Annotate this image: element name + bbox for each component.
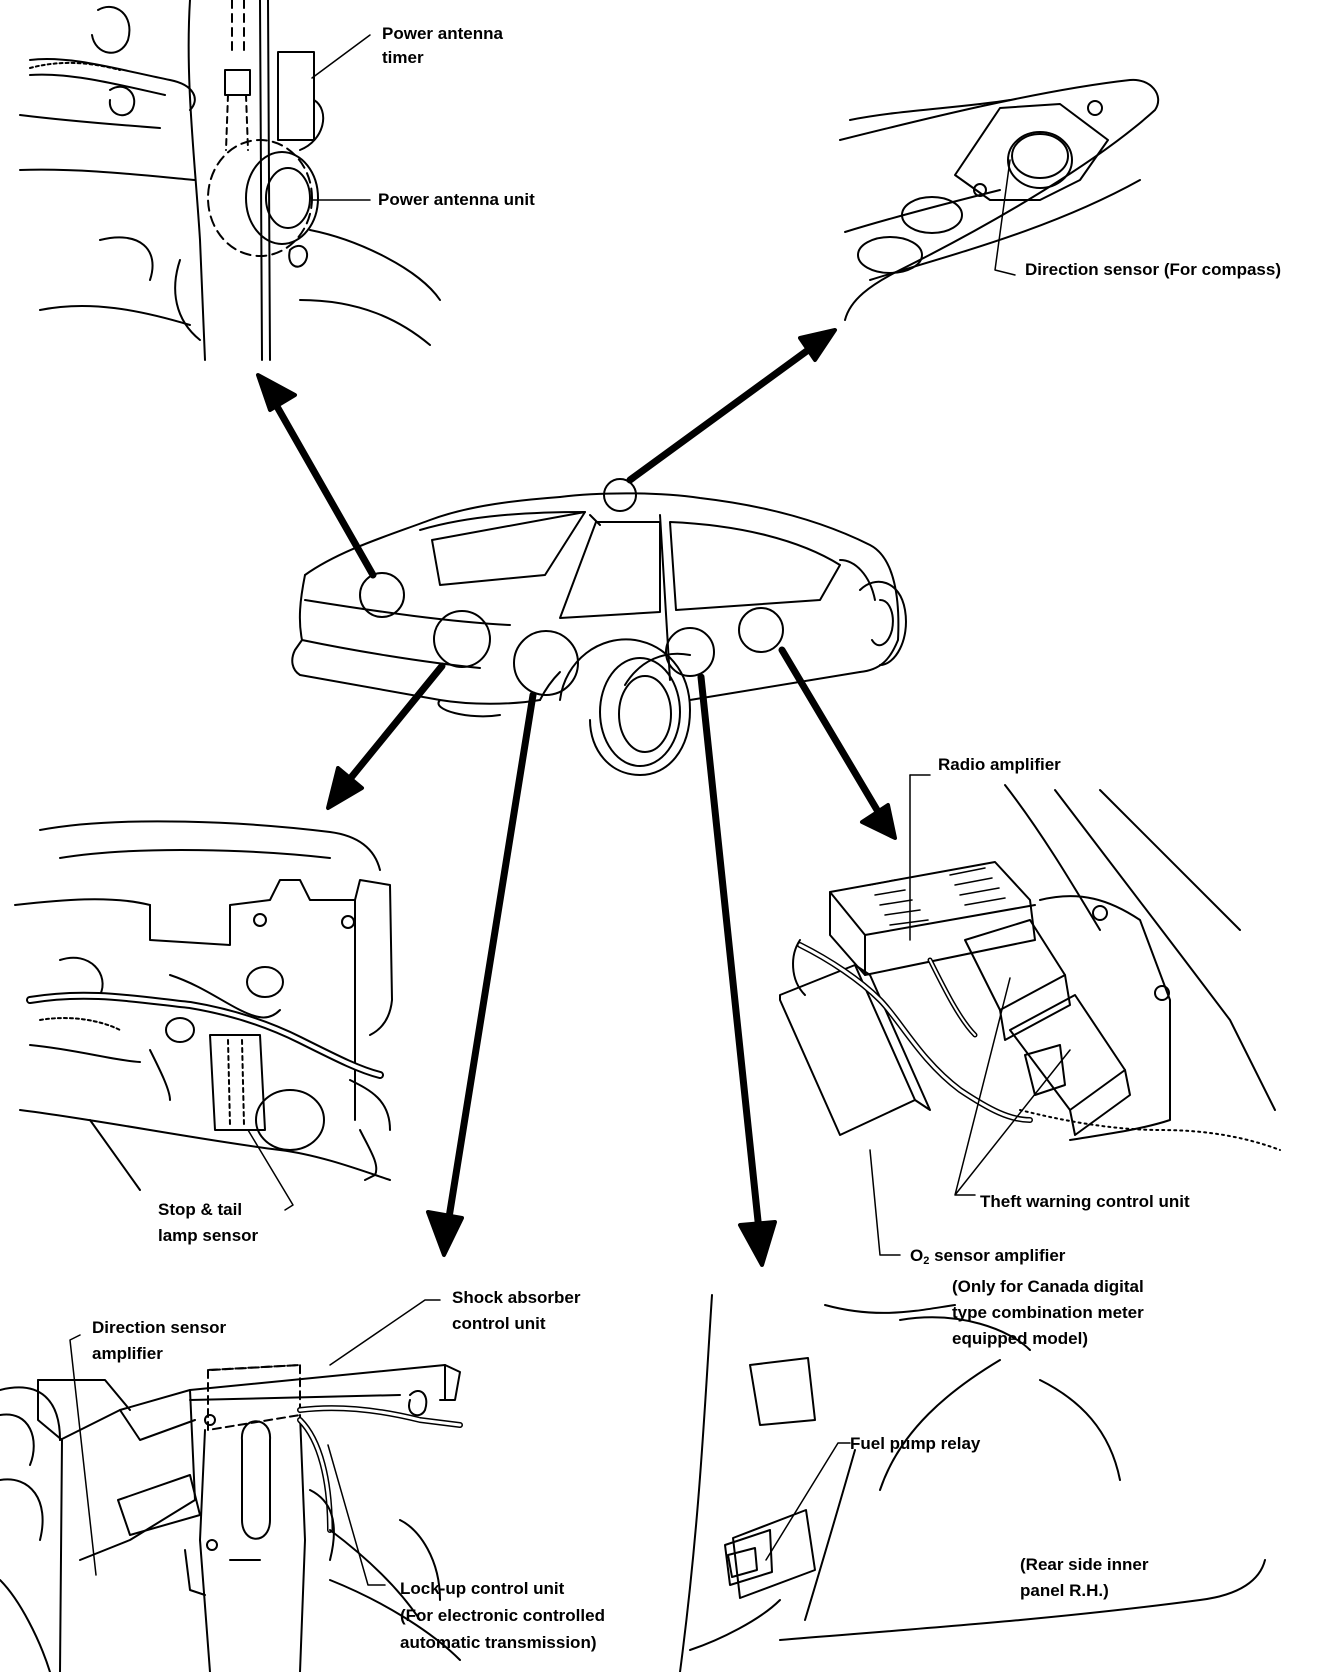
fuel-pump-view bbox=[679, 1294, 1266, 1672]
label-line: lamp sensor bbox=[158, 1226, 259, 1245]
label-direction-sensor-amplifier: Direction sensor amplifier bbox=[92, 1315, 226, 1367]
label-line: (Rear side inner bbox=[1020, 1555, 1149, 1574]
label-line: timer bbox=[382, 48, 424, 67]
label-line: type combination meter bbox=[952, 1303, 1144, 1322]
label-rear-side-inner-panel: (Rear side inner panel R.H.) bbox=[1020, 1552, 1149, 1604]
label-direction-sensor-compass: Direction sensor (For compass) bbox=[1025, 260, 1282, 279]
stop-tail-lamp-view bbox=[14, 820, 393, 1211]
label-line: (Only for Canada digital bbox=[952, 1277, 1144, 1296]
label-line: Shock absorber bbox=[452, 1288, 581, 1307]
radio-amp-view bbox=[779, 774, 1281, 1314]
label-line: Lock-up control unit bbox=[400, 1579, 565, 1598]
label-shock-absorber-control-unit: Shock absorber control unit bbox=[452, 1285, 581, 1337]
label-fuel-pump-relay: Fuel pump relay bbox=[850, 1434, 981, 1453]
label-lockup-control-unit: Lock-up control unit (For electronic con… bbox=[400, 1575, 605, 1656]
label-o2-suffix: sensor amplifier bbox=[934, 1246, 1066, 1265]
label-line: panel R.H.) bbox=[1020, 1581, 1109, 1600]
label-o2-prefix: O bbox=[910, 1246, 924, 1265]
compass-sensor-view bbox=[839, 78, 1160, 321]
label-theft-warning-control-unit: Theft warning control unit bbox=[980, 1192, 1190, 1211]
label-line: automatic transmission) bbox=[400, 1633, 597, 1652]
callout-arrows bbox=[256, 328, 897, 1267]
label-o2-note: (Only for Canada digital type combinatio… bbox=[952, 1274, 1144, 1352]
power-antenna-view bbox=[19, 0, 441, 361]
shock-absorber-view bbox=[0, 1299, 463, 1672]
car-outline bbox=[291, 478, 907, 776]
label-line: Stop & tail bbox=[158, 1200, 243, 1219]
label-line: amplifier bbox=[92, 1344, 163, 1363]
label-line: (For electronic controlled bbox=[400, 1606, 605, 1625]
label-line: Power antenna bbox=[382, 24, 503, 43]
label-stop-tail-lamp-sensor: Stop & tail lamp sensor bbox=[158, 1197, 258, 1249]
label-line: equipped model) bbox=[952, 1329, 1088, 1348]
label-radio-amplifier: Radio amplifier bbox=[938, 755, 1061, 774]
label-line: control unit bbox=[452, 1314, 546, 1333]
label-power-antenna-timer: Power antenna timer bbox=[382, 22, 503, 70]
label-o2-subscript: 2 bbox=[923, 1255, 930, 1267]
label-power-antenna-unit: Power antenna unit bbox=[378, 190, 535, 209]
label-o2-sensor-amplifier: O2 sensor amplifier bbox=[910, 1244, 1065, 1273]
label-line: Direction sensor bbox=[92, 1318, 227, 1337]
